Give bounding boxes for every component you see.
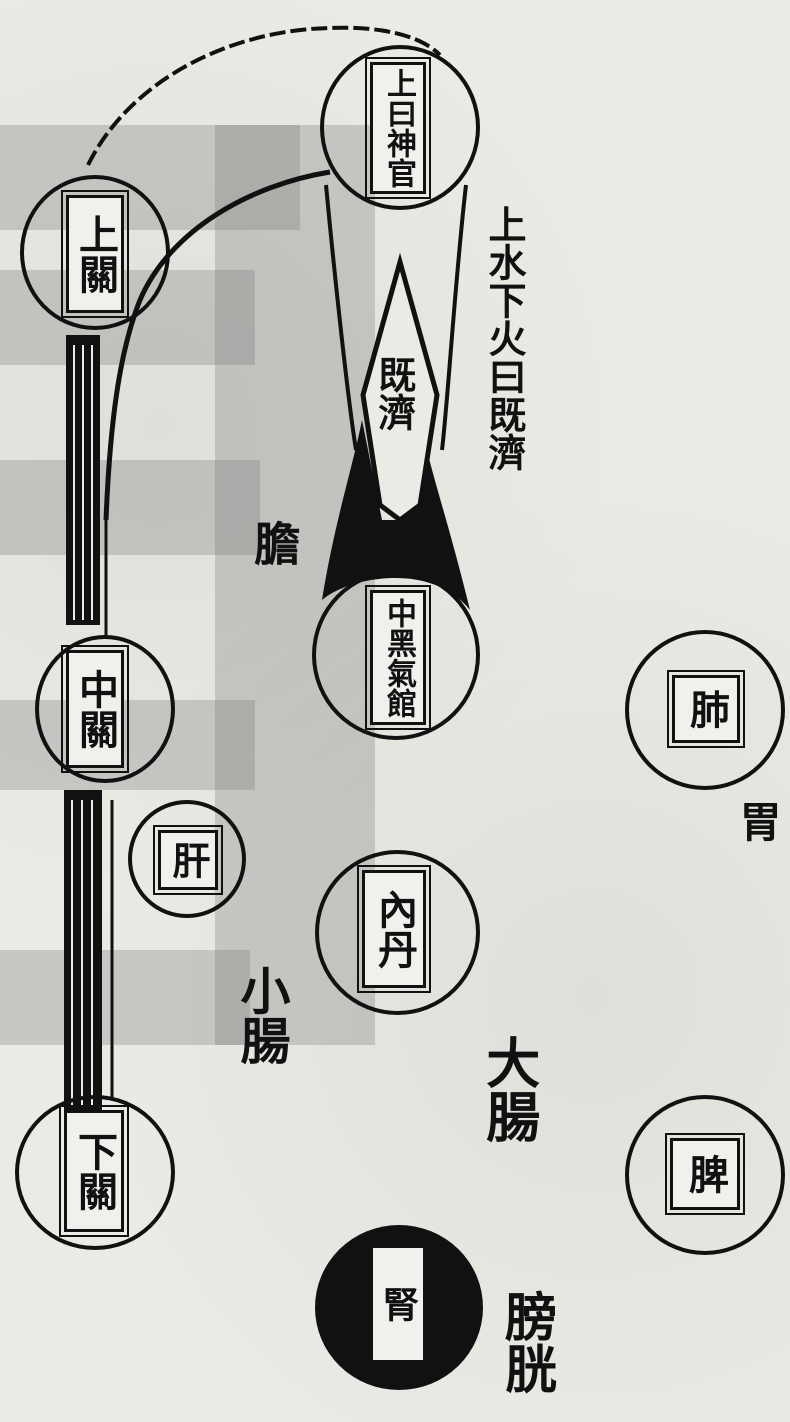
- lower-gate-circle: [15, 1095, 175, 1250]
- flame-shape: [322, 420, 470, 610]
- spleen-circle: [625, 1095, 785, 1255]
- upper-shrine-label: 上曰神官: [365, 57, 431, 199]
- ji-ji-label: 既濟: [371, 355, 417, 431]
- kidney-label: 腎: [365, 1240, 431, 1368]
- inner-elixir-circle: [315, 850, 480, 1015]
- stomach-label: 胃: [733, 800, 783, 842]
- water-fire-caption: 上水下火曰既濟: [482, 205, 527, 471]
- lower-gate-label: 下關: [59, 1105, 129, 1237]
- gallbladder-label: 膽: [247, 520, 302, 566]
- middle-gate-label: 中關: [61, 645, 129, 773]
- bladder-label: 膀胱: [495, 1290, 557, 1394]
- teardrop-outline: [324, 184, 468, 451]
- central-palace-label: 中黑氣館: [365, 585, 431, 730]
- lung-label: 肺: [667, 670, 745, 748]
- flame-inner-wedge: [360, 252, 440, 524]
- liver-circle: [128, 800, 246, 918]
- small-intestine-label: 小腸: [232, 965, 292, 1065]
- upper-gate-label: 上關: [61, 190, 129, 318]
- large-intestine-label: 大腸: [476, 1035, 541, 1143]
- watermark-bar-bottom: [0, 950, 250, 1045]
- inner-elixir-label: 內丹: [357, 865, 431, 993]
- liver-label: 肝: [153, 825, 223, 895]
- upper-gate-circle: [20, 175, 170, 330]
- central-palace-circle: [312, 570, 480, 740]
- spleen-label: 脾: [665, 1133, 745, 1215]
- outer-arc: [86, 25, 442, 166]
- lung-circle: [625, 630, 785, 790]
- watermark-bar-middle: [0, 460, 260, 555]
- middle-gate-circle: [35, 635, 175, 783]
- upper-shrine-circle: [320, 45, 480, 210]
